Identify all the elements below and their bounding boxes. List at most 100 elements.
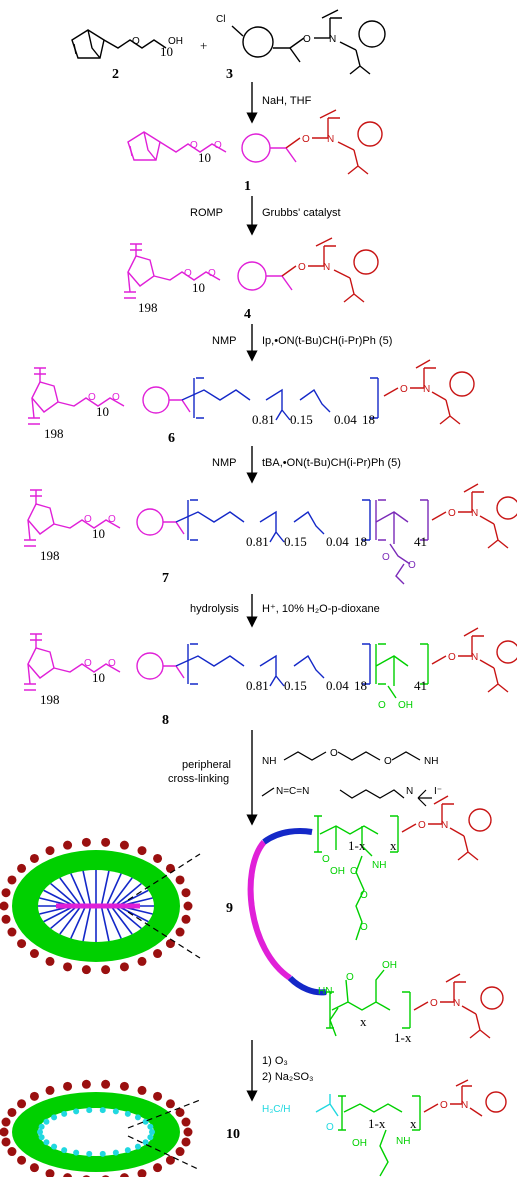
sub-dp198: 198 [138,300,158,315]
spoke [82,905,92,942]
shell-dot [45,956,55,966]
monomer-1 [127,109,383,175]
cyan-dot [142,1118,149,1125]
sub-ten: 10 [160,44,173,59]
spoke [100,905,110,942]
cyan-dot [99,1150,106,1157]
sub-one-minus-x: 1-x [348,838,366,853]
shell-dot [17,863,27,873]
cyan-dot [147,1123,154,1130]
shell-dot [119,1173,129,1177]
step6-line2: cross-linking [168,773,229,785]
polymer-6 [28,359,475,425]
step1-conditions: NaH, THF [262,95,312,107]
polymer-4 [124,237,379,303]
cyan-inner-dots [37,1107,155,1157]
iodide-label: I⁻ [434,786,442,797]
spoke [59,877,82,907]
shell-dot [1,1137,11,1147]
shell-dot [175,1147,185,1157]
shell-dot [181,888,191,898]
label-compound-3: 3 [226,67,233,82]
cyan-dot [124,1147,131,1154]
atom-o: O [84,514,92,525]
cyan-dot [86,1107,93,1114]
sub-ip-a: 0.81 [246,534,269,549]
cyan-dot [112,1108,119,1115]
atom-o: O [190,140,198,151]
label-compound-2: 2 [112,67,119,82]
shell-dot [165,939,175,949]
sub-one-minus-x: 1-x [368,1116,386,1131]
cyan-dot [86,1150,93,1157]
shell-dot [81,1079,91,1089]
atom-o: O [108,658,116,669]
label-compound-9: 9 [226,901,233,916]
atom-o: O [108,514,116,525]
spoke [59,905,82,935]
shell-dot [119,1081,129,1091]
sub-ten: 10 [96,404,109,419]
sub-ip-a: 0.81 [252,412,275,427]
atom-o: O [418,820,426,831]
sub-ip-n: 18 [354,678,367,693]
atom-n: N [327,134,334,145]
chain-end-label: H₃C/H [262,1104,291,1115]
shell-dot [63,962,73,972]
shell-dot [165,863,175,873]
shell-dot [153,853,163,863]
shell-dot [101,965,111,975]
shell-dot [137,1085,147,1095]
atom-n: N [471,508,478,519]
shell-dot [153,949,163,959]
atom-o: O [384,756,392,767]
sub-ip-c: 0.04 [334,412,357,427]
cyan-dot [43,1139,50,1146]
sub-ip-c: 0.04 [326,534,349,549]
cyan-dot [43,1118,50,1125]
spoke [50,905,78,930]
atom-o: O [448,508,456,519]
shell-dot [29,949,39,959]
carbodiimide-label: N=C=N [276,786,309,797]
shell-dot [7,875,17,885]
sub-ip-n: 18 [354,534,367,549]
atom-o: O [430,998,438,1009]
zoom-structure-10 [315,1079,507,1177]
atom-o: O [360,890,368,901]
atom-n: N [441,820,448,831]
atom-o: O [322,854,330,865]
shell-dots [0,1079,193,1177]
atom-oh: OH [382,960,397,971]
shell-dot [7,927,17,937]
atom-o: O [400,384,408,395]
polymer-8 [24,627,517,699]
cyan-dot [142,1139,149,1146]
atom-o: O [132,36,140,47]
step3-reagents: Ip,•ON(t-Bu)CH(i-Pr)Ph (5) [262,335,392,347]
spoke [114,882,142,907]
atom-o: O [84,658,92,669]
atom-o: O [214,140,222,151]
label-compound-7: 7 [162,571,169,586]
spoke [70,905,87,939]
atom-oh: OH [352,1138,367,1149]
sub-dp198: 198 [44,426,64,441]
shell-dot [45,846,55,856]
spoke [105,905,122,939]
label-compound-1: 1 [244,179,251,194]
sub-ip-a: 0.81 [246,678,269,693]
cyan-dot [37,1129,43,1135]
atom-n: N [461,1100,468,1111]
sub-ten: 10 [198,150,211,165]
atom-oh: OH [398,700,413,711]
shell-dot [181,1137,191,1147]
cyan-dot [147,1134,154,1141]
atom-nh2: NH [262,756,276,767]
atom-n: N [423,384,430,395]
shell-dot [153,1163,163,1173]
cyan-dot [99,1107,106,1114]
atom-o: O [440,1100,448,1111]
reagent-3 [231,9,386,75]
